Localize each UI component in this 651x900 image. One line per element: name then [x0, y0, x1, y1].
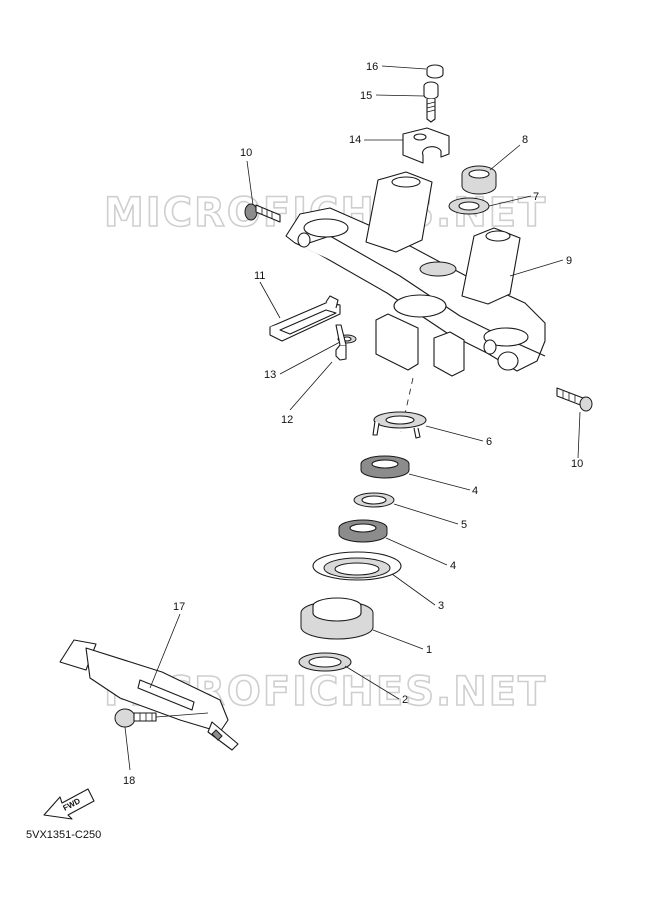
part-6-lock-washer	[372, 411, 427, 439]
callout-6: 6	[486, 436, 492, 448]
part-15-bolt	[423, 81, 439, 123]
callout-16: 16	[366, 61, 378, 73]
callout-12: 12	[281, 414, 293, 426]
callout-13: 13	[264, 369, 276, 381]
part-12-bolt	[335, 324, 347, 361]
callout-4-upper: 4	[472, 485, 478, 497]
callout-11: 11	[254, 270, 265, 282]
callout-17: 17	[173, 601, 185, 613]
callout-9: 9	[566, 255, 572, 267]
part-4-ring-nut-lower	[338, 519, 388, 543]
part-4-ring-nut-upper	[360, 455, 410, 479]
callout-15: 15	[360, 90, 372, 102]
part-14-clamp	[402, 127, 450, 164]
part-1-bearing	[300, 597, 374, 640]
callout-1: 1	[426, 644, 432, 656]
callout-18: 18	[123, 775, 135, 787]
part-9-under-bracket	[285, 171, 546, 377]
callout-10-top: 10	[240, 147, 252, 159]
diagram-code: 5VX1351-C250	[26, 829, 102, 841]
part-10-bolt-right	[556, 387, 593, 412]
callout-8: 8	[522, 134, 528, 146]
part-11-guide	[269, 295, 341, 342]
part-17-stay	[59, 639, 239, 751]
callout-4-lower: 4	[450, 560, 456, 572]
part-7-washer	[448, 197, 490, 215]
callout-2: 2	[402, 694, 408, 706]
part-18-bolt	[114, 708, 209, 728]
leader-lines	[124, 65, 581, 771]
part-3-dust-seal	[312, 551, 402, 581]
callout-7: 7	[533, 191, 539, 203]
part-10-bolt-left	[244, 203, 281, 223]
fwd-arrow-icon: FWD	[43, 788, 95, 820]
callout-14: 14	[349, 134, 361, 146]
callout-3: 3	[438, 600, 444, 612]
part-2-seal	[298, 652, 352, 672]
callout-5: 5	[461, 519, 467, 531]
part-5-washer	[353, 492, 395, 508]
part-16-cap	[426, 64, 444, 79]
part-8-cap	[461, 165, 497, 195]
callout-10-right: 10	[571, 458, 583, 470]
